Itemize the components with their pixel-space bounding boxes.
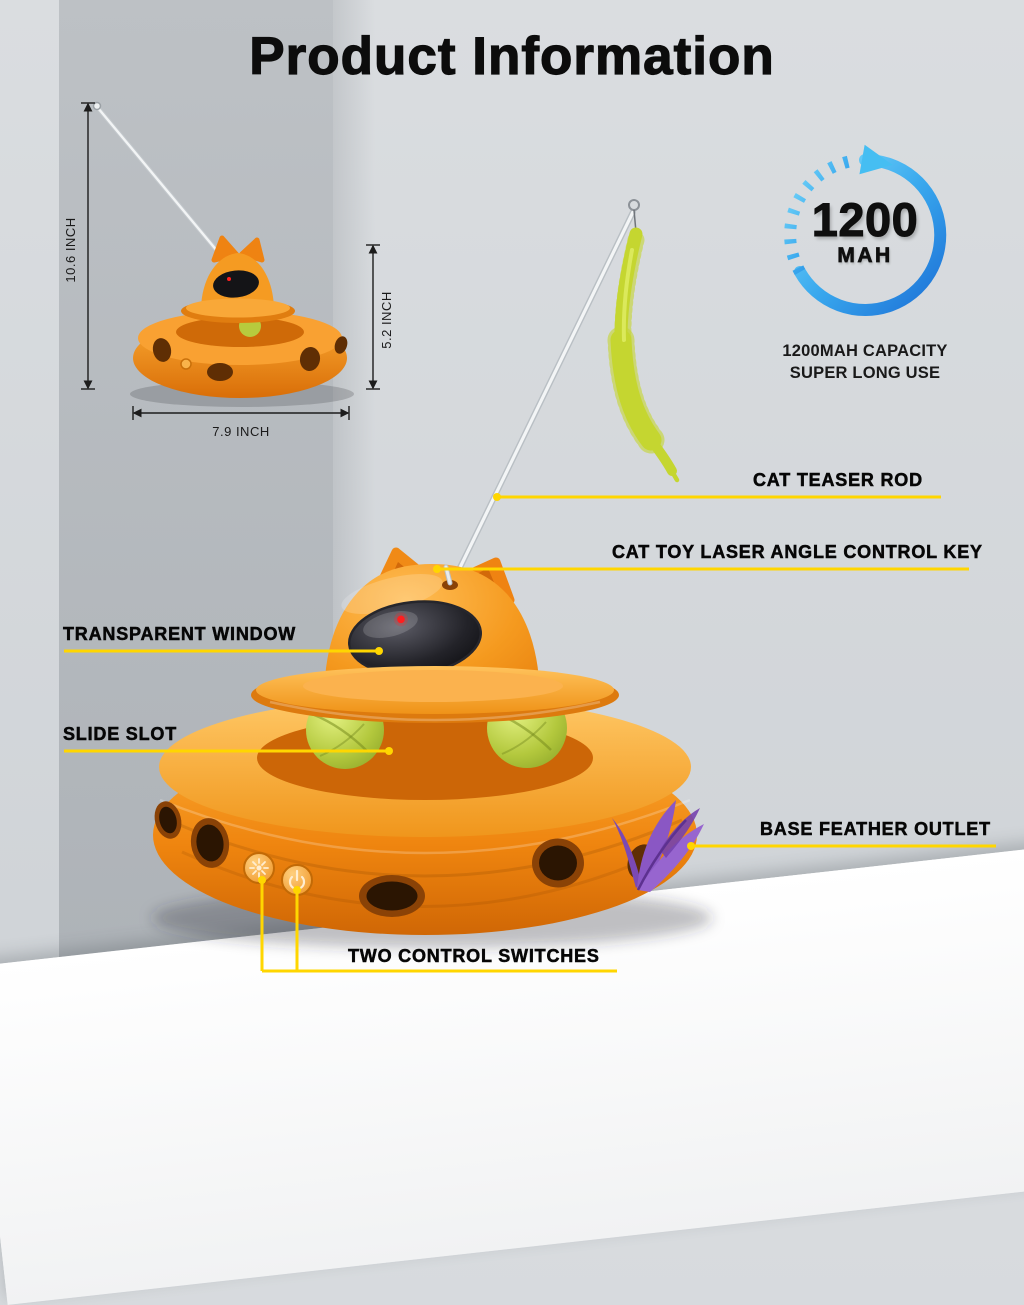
callout-laser-angle-control-key: CAT TOY LASER ANGLE CONTROL KEY xyxy=(612,542,983,563)
mini-window xyxy=(213,270,259,298)
dimension-width-label: 7.9 INCH xyxy=(212,424,269,439)
mini-rod-tip xyxy=(92,101,102,111)
callout-lines xyxy=(64,493,996,973)
callout-cat-teaser-rod: CAT TEASER ROD xyxy=(753,470,923,491)
dimension-height-label: 10.6 INCH xyxy=(63,217,78,282)
battery-caption-line2: SUPER LONG USE xyxy=(789,363,941,382)
callout-transparent-window: TRANSPARENT WINDOW xyxy=(63,624,297,645)
callout-line-transparent-window xyxy=(64,647,383,655)
slide-slot-plate xyxy=(251,666,619,723)
base-holes xyxy=(154,801,657,917)
mini-laser-dot xyxy=(227,277,231,281)
callout-base-feather-outlet: BASE FEATHER OUTLET xyxy=(760,819,991,840)
battery-gauge xyxy=(784,144,947,316)
battery-capacity: 1200 MAH xyxy=(770,196,960,269)
callout-slide-slot: SLIDE SLOT xyxy=(63,724,178,745)
dimension-dome-height-label: 5.2 INCH xyxy=(379,291,394,348)
cat-teaser-rod xyxy=(448,199,640,589)
dimension-diagram: 10.6 INCH 5.2 INCH 7.9 INCH xyxy=(63,101,394,439)
mini-product-illustration xyxy=(92,101,354,407)
control-switches xyxy=(243,852,313,896)
battery-caption-line1: 1200MAH CAPACITY xyxy=(782,342,948,360)
callout-two-control-switches: TWO CONTROL SWITCHES xyxy=(348,946,600,967)
base-feather xyxy=(612,800,704,892)
dimension-lines xyxy=(81,102,380,420)
callout-line-feather-outlet xyxy=(687,842,996,850)
page-title: Product Information xyxy=(249,26,775,86)
battery-unit: MAH xyxy=(837,244,893,268)
laser-dot xyxy=(397,615,405,624)
product-illustration xyxy=(152,199,712,948)
gauge-solid-arc xyxy=(794,153,947,316)
callout-line-switches xyxy=(258,876,617,973)
laser-switch-button xyxy=(243,852,275,884)
battery-value: 1200 xyxy=(811,193,919,246)
callout-line-slide-slot xyxy=(64,747,393,755)
gauge-arrow-icon xyxy=(859,144,893,175)
teaser-worm xyxy=(607,227,680,483)
laser-icon xyxy=(249,858,269,878)
battery-caption: 1200MAH CAPACITY SUPER LONG USE xyxy=(735,341,995,385)
callout-line-laser-key xyxy=(433,565,969,573)
gauge-dashed-arc xyxy=(784,155,854,275)
callout-line-teaser-rod xyxy=(493,493,941,501)
